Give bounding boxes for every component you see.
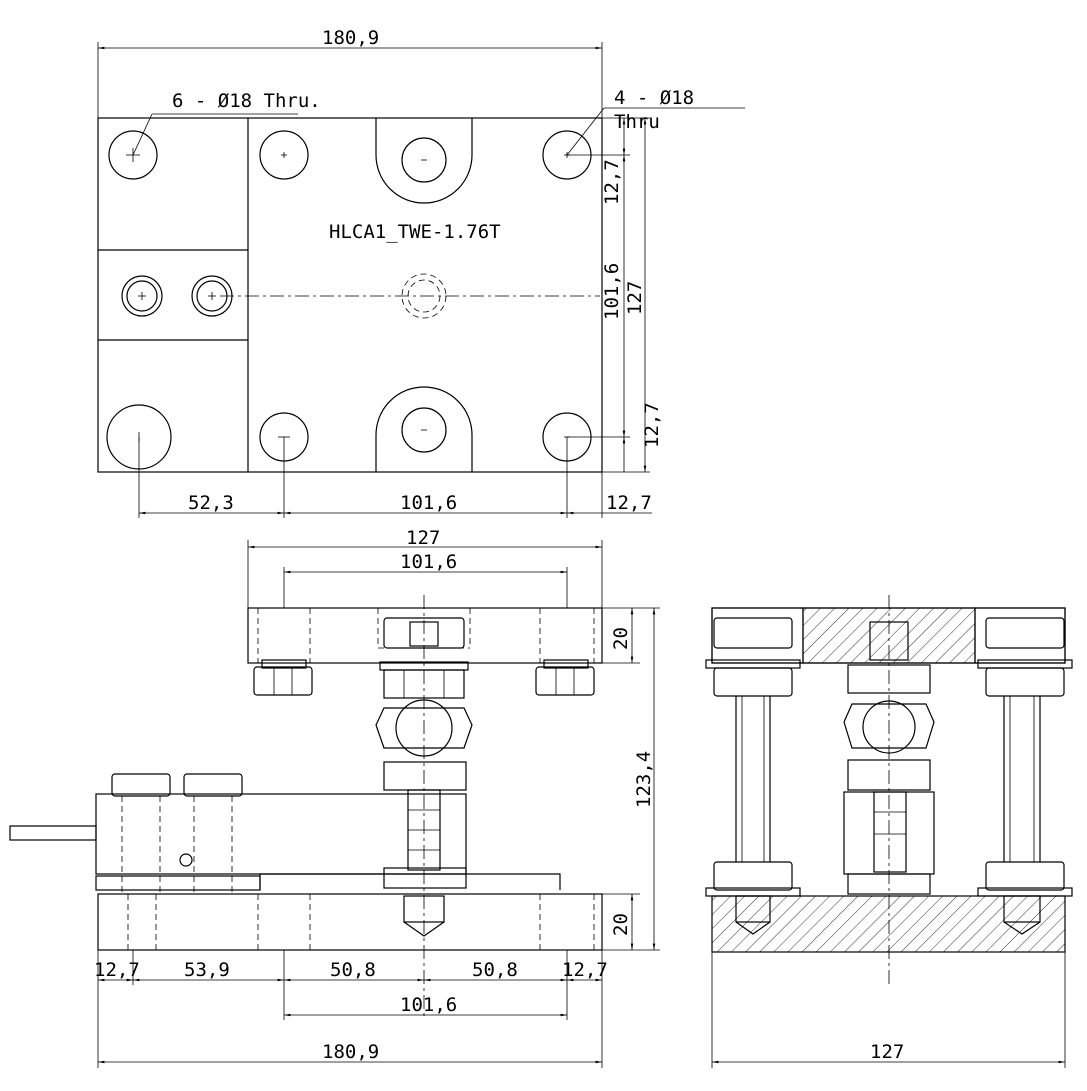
cable: [9, 825, 97, 841]
dim-overall-width: 180,9: [322, 27, 379, 49]
side-base-plate: [711, 895, 1066, 953]
dim-overall-length: 180,9: [322, 1041, 379, 1063]
top-view: HLCA1_TWE-1.76T 6 - Ø18 Thru. 4 - Ø18 Th…: [97, 27, 745, 518]
dim-seg-1: 12,7: [94, 959, 140, 981]
dim-top-plate-width: 127: [406, 527, 440, 549]
lower-lug: [375, 386, 473, 472]
dim-overall-height: 123,4: [633, 751, 655, 808]
dim-v-top-offset: 12,7: [601, 159, 623, 205]
side-view: 127: [705, 595, 1073, 1068]
dim-base-thickness: 20: [610, 913, 632, 936]
load-cell: [95, 793, 467, 875]
dim-right-offset: 12,7: [606, 492, 652, 514]
dim-v-hole-span: 101,6: [601, 263, 623, 320]
dim-side-width: 127: [870, 1041, 904, 1063]
dim-top-plate-thickness: 20: [610, 627, 632, 650]
hole-callout-4: 4 - Ø18: [614, 87, 694, 109]
dim-left-offset: 52,3: [188, 492, 234, 514]
dim-bottom-hole-span: 101,6: [400, 994, 457, 1016]
dim-seg-3: 50,8: [330, 959, 376, 981]
hole-callout-4-thru: Thru: [614, 111, 660, 133]
dim-seg-5: 12,7: [562, 959, 608, 981]
model-label: HLCA1_TWE-1.76T: [329, 221, 501, 243]
top-plate: [247, 607, 603, 664]
top-plate-outline: [97, 117, 603, 473]
dim-seg-2: 53,9: [184, 959, 230, 981]
dim-seg-4: 50,8: [472, 959, 518, 981]
upper-lug: [375, 118, 473, 204]
front-view: 127 101,6 20 123,4 20 12,7 53,9 50,8 50,…: [9, 527, 660, 1068]
dim-v-overall: 127: [624, 281, 646, 315]
bolt-hole: [259, 130, 309, 180]
dim-v-bottom-offset: 12,7: [641, 402, 663, 448]
dim-top-hole-span: 101,6: [400, 551, 457, 573]
dim-hole-span: 101,6: [400, 492, 457, 514]
hole-callout-6: 6 - Ø18 Thru.: [172, 90, 321, 112]
base-plate: [97, 893, 603, 951]
